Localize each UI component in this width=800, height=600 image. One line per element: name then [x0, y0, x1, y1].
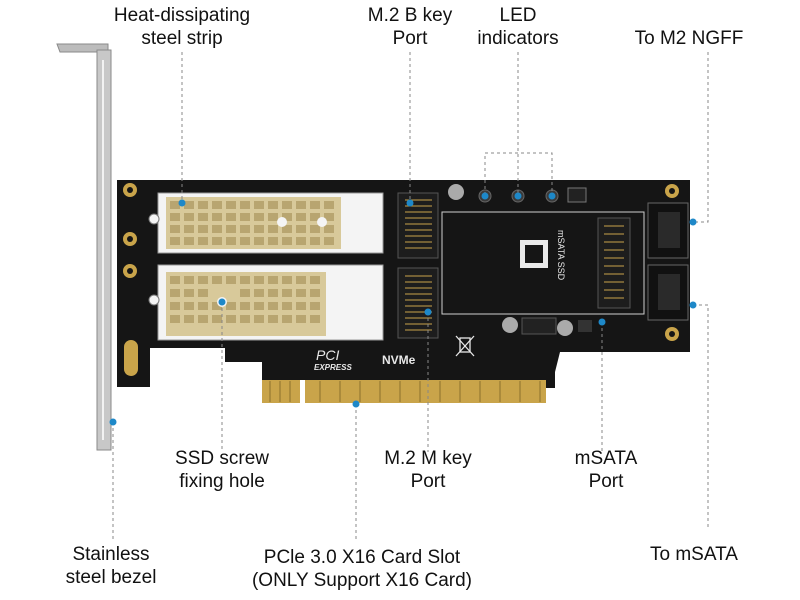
callout-dot-mkey	[424, 308, 432, 316]
m2-b-key-connector	[397, 192, 439, 259]
label-line: M.2 B key	[367, 5, 453, 26]
label-line: mSATA	[574, 448, 638, 469]
label-line: Heat-dissipating	[113, 5, 251, 26]
pci-express-logo: PCI	[316, 347, 340, 363]
label-line: SSD screw	[175, 448, 269, 469]
callout-dots	[109, 192, 697, 426]
label-to-m2-ngff: To M2 NGFF	[614, 27, 764, 50]
callout-dot-msata-port	[598, 318, 606, 326]
label-line: To M2 NGFF	[634, 28, 744, 49]
label-line: M.2 M key	[384, 448, 472, 469]
msata-connector	[597, 217, 631, 309]
capacitors	[448, 184, 592, 336]
label-line: Port	[392, 28, 428, 49]
label-pcie-card-slot: PCle 3.0 X16 Card Slot (ONLY Support X16…	[226, 546, 498, 592]
callout-dot-ngff	[689, 218, 697, 226]
callout-dot-heat	[178, 199, 186, 207]
label-line: To mSATA	[650, 544, 738, 565]
callout-dot-led-2	[514, 192, 522, 200]
callout-dot-led-1	[481, 192, 489, 200]
label-line: steel strip	[141, 28, 223, 49]
label-line: steel bezel	[65, 567, 157, 588]
label-line: Port	[588, 471, 624, 492]
heatsink-top	[148, 192, 384, 254]
callout-dot-bkey	[406, 199, 414, 207]
label-line: LED	[499, 5, 537, 26]
label-m2-b-key-port: M.2 B key Port	[350, 4, 470, 50]
pci-express-sublogo: EXPRESS	[314, 363, 352, 372]
label-to-msata: To mSATA	[634, 543, 754, 566]
weee-bin-icon	[455, 335, 475, 357]
label-line: fixing hole	[179, 471, 265, 492]
steel-bezel	[56, 43, 112, 451]
callout-dot-bezel	[109, 418, 117, 426]
nvme-print: NVMe	[382, 353, 416, 367]
label-line: (ONLY Support X16 Card)	[251, 570, 472, 591]
label-line: Port	[410, 471, 446, 492]
label-line: Stainless	[72, 544, 150, 565]
label-line: PCle 3.0 X16 Card Slot	[263, 547, 461, 568]
callout-dot-to-msata	[689, 301, 697, 309]
callout-dot-screw	[218, 298, 226, 306]
label-msata-port: mSATA Port	[556, 447, 656, 493]
msata-area	[441, 202, 689, 321]
label-stainless-bezel: Stainless steel bezel	[46, 543, 176, 589]
callout-dot-led-3	[548, 192, 556, 200]
pcie-gold-fingers	[262, 380, 546, 403]
label-led-indicators: LED indicators	[462, 4, 574, 50]
label-line: indicators	[477, 28, 559, 49]
mounting-holes	[123, 183, 679, 376]
heatsink-bottom	[148, 264, 384, 341]
callout-dot-slot	[352, 400, 360, 408]
label-m2-m-key-port: M.2 M key Port	[368, 447, 488, 493]
m2-m-key-connector	[397, 267, 439, 339]
label-heat-dissipating-strip: Heat-dissipating steel strip	[94, 4, 270, 50]
msata-ssd-print: mSATA SSD	[556, 230, 566, 281]
label-ssd-screw-hole: SSD screw fixing hole	[160, 447, 284, 493]
leader-lines	[112, 52, 709, 540]
